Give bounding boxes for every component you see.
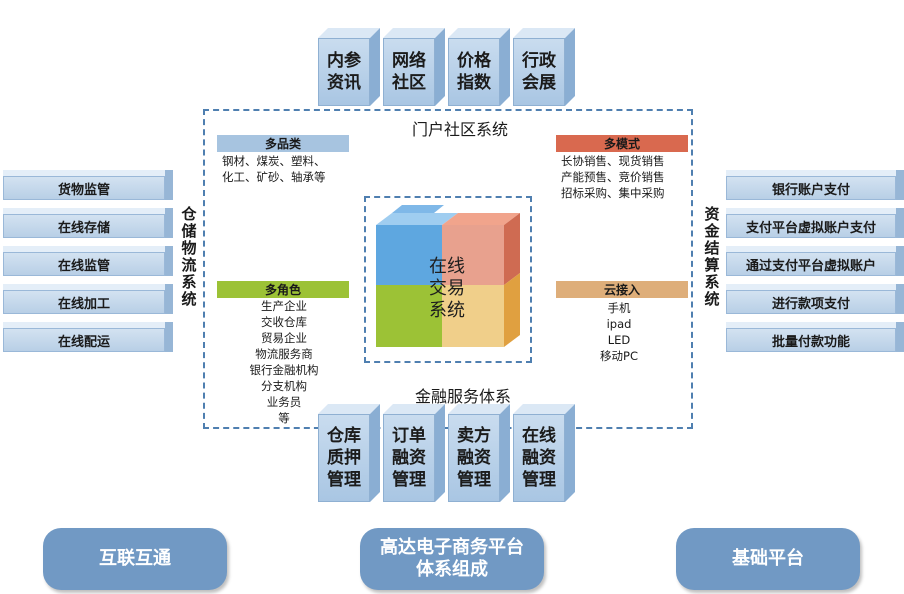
trading-cube: [376, 205, 520, 347]
left-item-online-storage[interactable]: 在线存储: [3, 208, 173, 238]
multi-role-line: 交收仓库: [261, 315, 307, 329]
bottom-block-seller-financing[interactable]: 卖方 融资 管理: [448, 404, 510, 502]
right-item-make-payment[interactable]: 进行款项支付: [726, 284, 904, 314]
right-item-label: 批量付款功能: [726, 328, 896, 352]
left-item-goods-supervision[interactable]: 货物监管: [3, 170, 173, 200]
bottom-block-label: 仓库 质押 管理: [318, 414, 370, 502]
right-item-via-virtual-account[interactable]: 通过支付平台虚拟账户: [726, 246, 904, 276]
left-item-online-processing[interactable]: 在线加工: [3, 284, 173, 314]
left-item-label: 在线加工: [3, 290, 165, 314]
multi-role-line: 分支机构: [261, 379, 307, 393]
bottom-block-label: 卖方 融资 管理: [448, 414, 500, 502]
cloud-access-line: LED: [607, 333, 631, 347]
top-block-label: 内参 资讯: [318, 38, 370, 106]
bottom-block-label: 在线 融资 管理: [513, 414, 565, 502]
top-block-community[interactable]: 网络 社区: [383, 28, 445, 106]
bottom-block-warehouse-pledge[interactable]: 仓库 质押 管理: [318, 404, 380, 502]
interconnect-pill[interactable]: 互联互通: [43, 528, 227, 590]
base-platform-pill[interactable]: 基础平台: [676, 528, 860, 590]
top-block-label: 行政 会展: [513, 38, 565, 106]
left-item-label: 在线监管: [3, 252, 165, 276]
right-system-label: 资金结算系统: [704, 205, 720, 308]
left-item-label: 货物监管: [3, 176, 165, 200]
multi-role-line: 物流服务商: [255, 347, 313, 361]
top-block-exhibition[interactable]: 行政 会展: [513, 28, 575, 106]
multi-category-line: 化工、矿砂、轴承等: [222, 170, 326, 184]
bottom-block-online-financing[interactable]: 在线 融资 管理: [513, 404, 575, 502]
multi-role-line: 贸易企业: [261, 331, 307, 345]
top-block-label: 网络 社区: [383, 38, 435, 106]
right-item-batch-payment[interactable]: 批量付款功能: [726, 322, 904, 352]
cloud-access-line: 手机: [607, 301, 631, 315]
multi-mode-line: 招标采购、集中采购: [561, 186, 665, 200]
portal-label: 门户社区系统: [411, 120, 508, 139]
top-block-news[interactable]: 内参 资讯: [318, 28, 380, 106]
multi-role-title: 多角色: [217, 281, 349, 298]
left-item-label: 在线存储: [3, 214, 165, 238]
right-item-bank-payment[interactable]: 银行账户支付: [726, 170, 904, 200]
top-block-label: 价格 指数: [448, 38, 500, 106]
right-item-label: 银行账户支付: [726, 176, 896, 200]
cloud-access-line: 移动PC: [600, 349, 638, 363]
inner-dashed-frame: [364, 196, 532, 363]
multi-mode-title: 多模式: [556, 135, 688, 152]
right-item-label: 支付平台虚拟账户支付: [726, 214, 896, 238]
cloud-access-body: 手机 ipad LED 移动PC: [564, 300, 674, 364]
top-block-price-index[interactable]: 价格 指数: [448, 28, 510, 106]
left-item-online-monitoring[interactable]: 在线监管: [3, 246, 173, 276]
multi-role-body: 生产企业 交收仓库 贸易企业 物流服务商 银行金融机构 分支机构 业务员 等: [225, 298, 343, 426]
multi-role-line: 生产企业: [261, 299, 307, 313]
left-item-label: 在线配运: [3, 328, 165, 352]
multi-role-line: 银行金融机构: [249, 363, 319, 377]
cloud-access-line: ipad: [606, 317, 632, 331]
multi-mode-body: 长协销售、现货销售 产能预售、竞价销售 招标采购、集中采购: [561, 153, 665, 201]
multi-category-body: 钢材、煤炭、塑料、 化工、矿砂、轴承等: [222, 153, 326, 185]
right-item-virtual-account-payment[interactable]: 支付平台虚拟账户支付: [726, 208, 904, 238]
multi-category-title: 多品类: [217, 135, 349, 152]
multi-mode-line: 长协销售、现货销售: [561, 154, 665, 168]
multi-role-line: 业务员: [266, 395, 302, 409]
right-item-label: 进行款项支付: [726, 290, 896, 314]
cloud-access-title: 云接入: [556, 281, 688, 298]
center-cube-label: 在线 交易 系统: [429, 256, 465, 321]
bottom-block-order-financing[interactable]: 订单 融资 管理: [383, 404, 445, 502]
finance-label: 金融服务体系: [414, 387, 511, 406]
platform-composition-pill[interactable]: 高达电子商务平台 体系组成: [360, 528, 544, 590]
bottom-block-label: 订单 融资 管理: [383, 414, 435, 502]
multi-role-line: 等: [278, 411, 290, 425]
right-item-label: 通过支付平台虚拟账户: [726, 252, 896, 276]
multi-mode-line: 产能预售、竞价销售: [561, 170, 665, 184]
left-item-online-delivery[interactable]: 在线配运: [3, 322, 173, 352]
left-system-label: 仓储物流系统: [181, 205, 197, 308]
multi-category-line: 钢材、煤炭、塑料、: [222, 154, 326, 168]
